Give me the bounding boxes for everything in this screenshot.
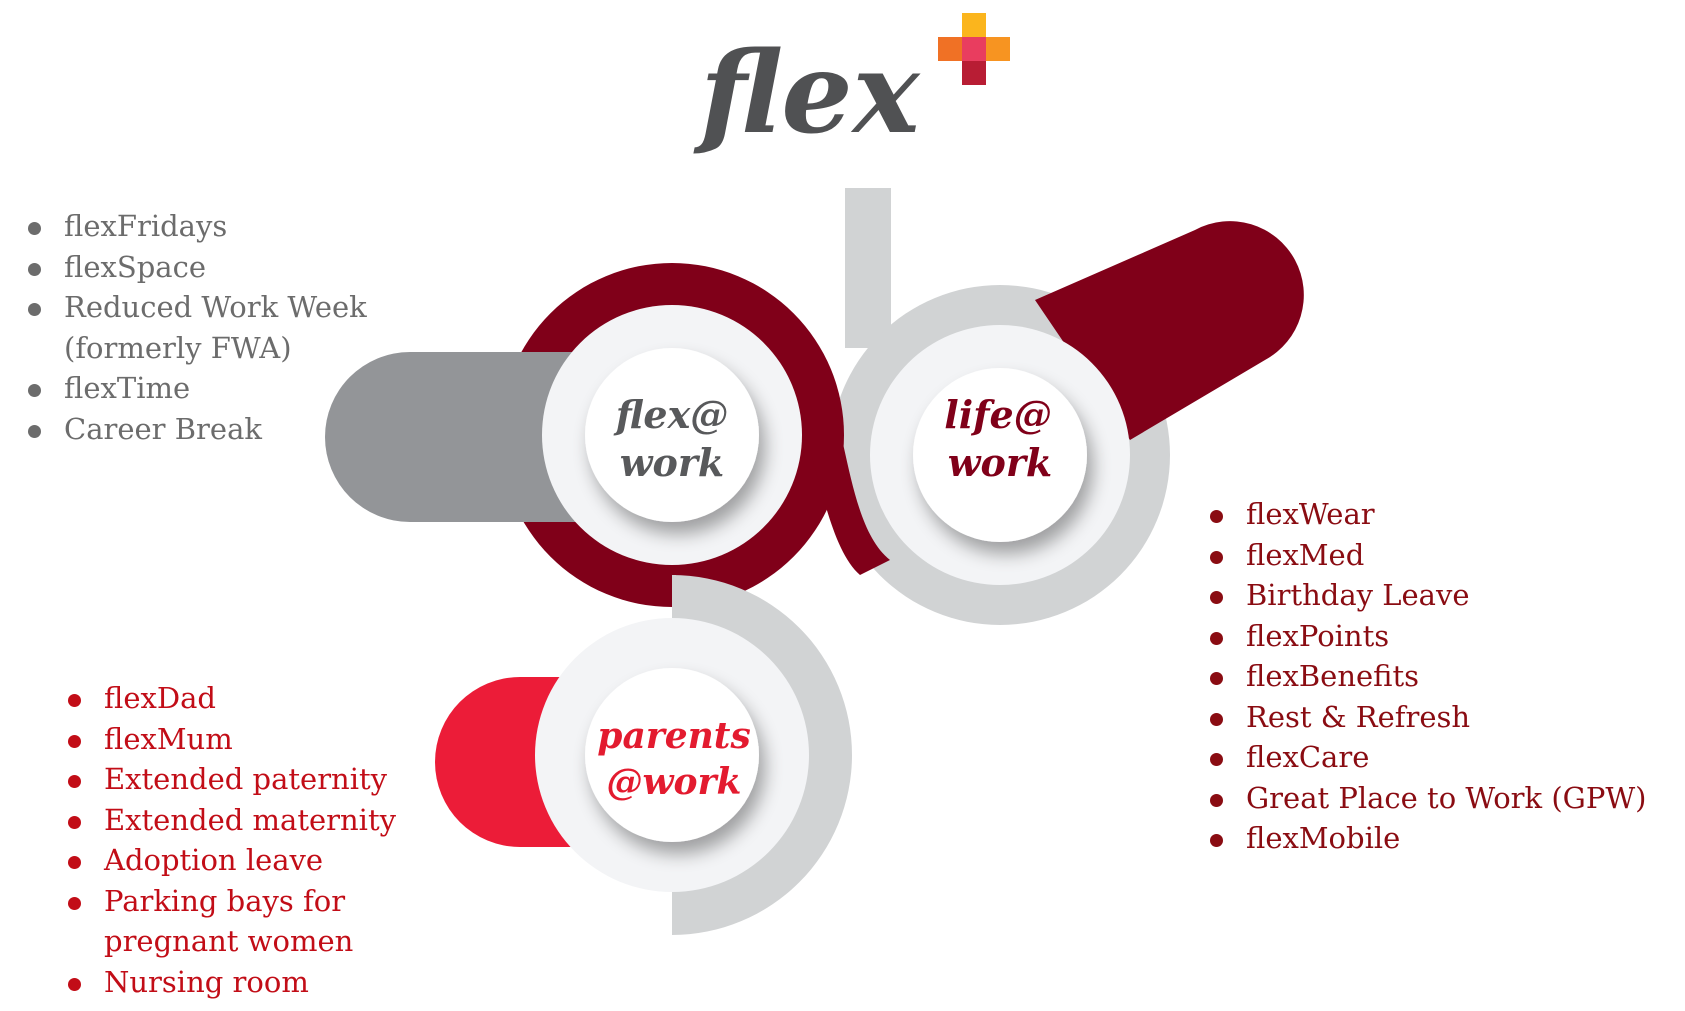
bullet-icon [1210,510,1223,523]
bullet-icon [1210,834,1223,847]
parents-at-work-track [672,575,852,935]
list-item: Extended paternity [68,759,404,800]
list-item: Great Place to Work (GPW) [1210,778,1646,819]
list-item: flexMed [1210,535,1646,576]
list-item: Rest & Refresh [1210,697,1646,738]
list-item: flexWear [1210,494,1646,535]
flex-at-work-hub[interactable]: flex@ work [542,305,802,565]
bullet-icon [68,694,81,707]
bullet-icon [1210,591,1223,604]
list-item: Extended maternity [68,800,404,841]
bullet-icon [68,896,81,910]
plus-icon [938,13,1010,85]
hub-label-line2: work [948,440,1052,485]
bullet-icon [28,424,41,438]
list-item: flexPoints [1210,616,1646,657]
bullet-icon [68,734,81,748]
list-item: flexFridays [28,206,424,247]
list-item: flexBenefits [1210,656,1646,697]
bullet-icon [1210,712,1223,726]
bullet-icon [1210,672,1223,685]
list-item: flexDad [68,678,404,719]
bullet-icon [28,303,41,316]
bullet-icon [68,977,81,991]
hub-label-line1: parents [597,715,750,757]
bullet-icon [28,222,41,235]
bullet-icon [1210,550,1223,564]
list-item: Reduced Work Week (formerly FWA) [28,287,424,368]
bullet-icon [1210,793,1223,807]
list-item: Career Break [28,409,424,450]
list-item: flexMum [68,719,404,760]
parents-at-work-hub[interactable]: parents @work [535,618,809,892]
list-item: flexMobile [1210,818,1646,859]
bullet-icon [1210,631,1223,645]
bullet-icon [68,856,81,869]
flex-logo: flex [693,13,1010,159]
bullet-icon [28,262,41,276]
list-item: Parking bays for pregnant women [68,881,404,962]
logo-text: flex [693,28,921,159]
bullet-icon [1210,753,1223,766]
hub-label-line2: @work [607,761,742,803]
list-item: Nursing room [68,962,404,1003]
list-item: Adoption leave [68,840,404,881]
list-item: flexCare [1210,737,1646,778]
flex-at-work-list: flexFridays flexSpace Reduced Work Week … [28,206,424,449]
list-item: flexSpace [28,247,424,288]
life-at-work-hub[interactable]: life@ work [870,325,1130,585]
list-item: Birthday Leave [1210,575,1646,616]
life-at-work-list: flexWear flexMed Birthday Leave flexPoin… [1210,494,1646,859]
hub-label-line1: flex@ [613,392,728,437]
parents-at-work-list: flexDad flexMum Extended paternity Exten… [68,678,404,1002]
bullet-icon [68,815,81,829]
bullet-icon [68,775,81,788]
hub-label-line1: life@ [944,392,1051,437]
bullet-icon [28,384,41,397]
list-item: flexTime [28,368,424,409]
hub-label-line2: work [620,440,724,485]
